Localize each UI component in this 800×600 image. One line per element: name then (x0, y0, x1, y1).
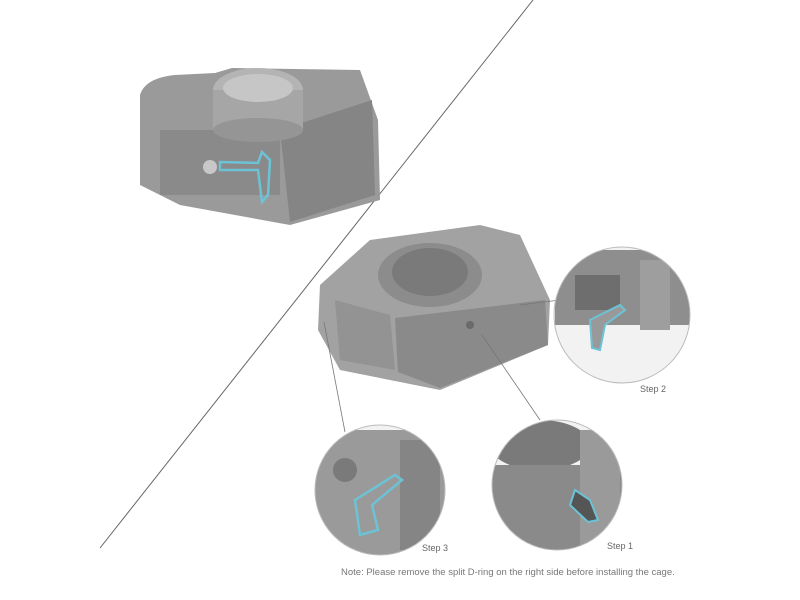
diagonal-divider (99, 0, 534, 549)
connector-step2 (519, 299, 561, 306)
camera-with-cage-main (318, 225, 550, 390)
camera-with-cage-top (140, 68, 380, 225)
step3-label: Step 3 (422, 543, 449, 553)
connector-step1 (481, 334, 541, 421)
detail-circle-step2 (553, 246, 691, 384)
step2-label: Step 2 (640, 384, 667, 394)
d-ring-highlight (218, 149, 272, 205)
detail-circle-step3 (314, 424, 446, 556)
installation-note: Note: Please remove the split D-ring on … (341, 567, 675, 578)
connector-step3 (323, 321, 346, 433)
step1-label: Step 1 (607, 541, 634, 551)
detail-circle-step1 (491, 419, 623, 551)
